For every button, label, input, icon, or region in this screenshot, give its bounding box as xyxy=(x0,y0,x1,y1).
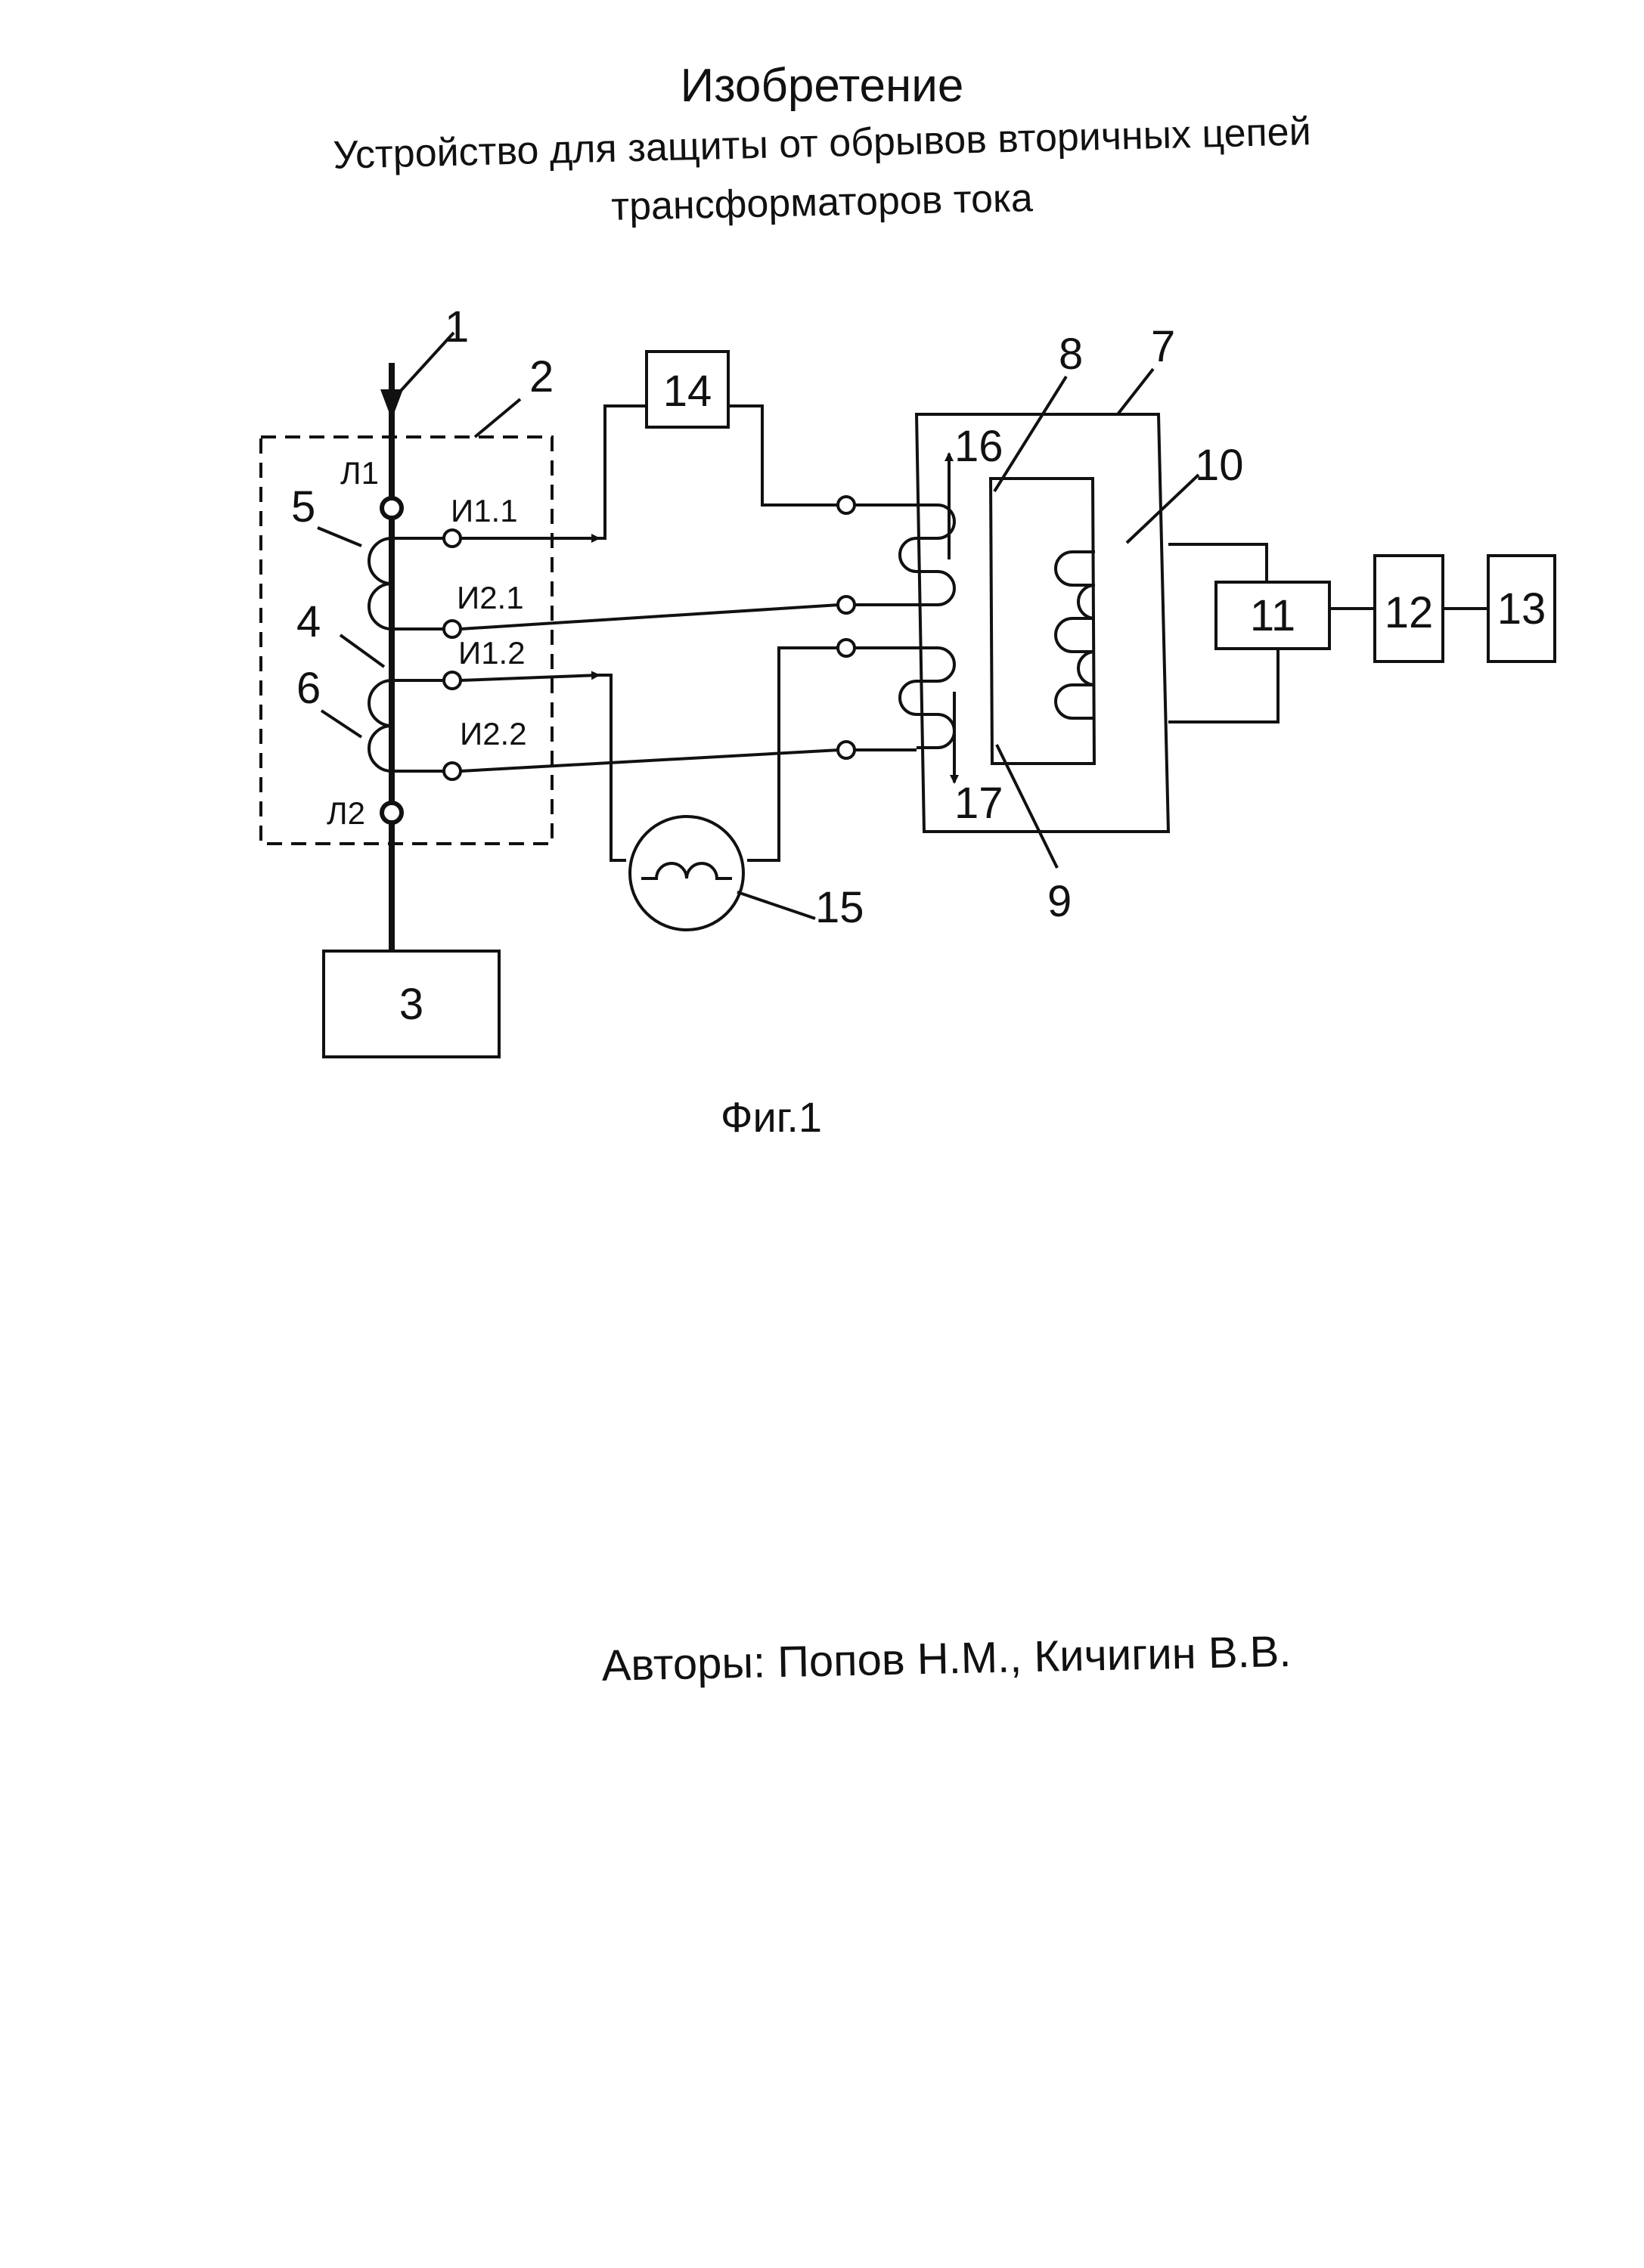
callout-4: 4 xyxy=(296,597,321,646)
winding-10 xyxy=(1054,550,1096,720)
terminal-i1-2-label: И1.2 xyxy=(458,635,526,671)
callout-1: 1 xyxy=(445,302,469,352)
callout-14: 14 xyxy=(663,367,712,416)
callout-11: 11 xyxy=(1250,591,1295,640)
load-block-3 xyxy=(322,950,501,1058)
wiring xyxy=(460,404,917,862)
secondary-winding-5 xyxy=(368,537,446,631)
callout-15: 15 xyxy=(815,883,864,932)
current-transformer-enclosure xyxy=(259,435,554,845)
magnetic-core-7 xyxy=(914,413,1171,833)
output-wiring xyxy=(1168,543,1488,723)
input-terminal-3 xyxy=(836,638,856,658)
input-terminal-1 xyxy=(836,495,856,515)
callout-13: 13 xyxy=(1497,584,1546,634)
terminal-i2-1-label: И2.1 xyxy=(457,580,524,615)
callout-8: 8 xyxy=(1059,330,1083,379)
block-14 xyxy=(645,350,730,429)
callout-5: 5 xyxy=(291,482,315,531)
callout-7: 7 xyxy=(1151,322,1175,371)
input-terminal-4 xyxy=(836,740,856,760)
block-12 xyxy=(1373,554,1444,663)
callout-16: 16 xyxy=(954,422,1003,471)
terminal-l2 xyxy=(380,801,404,825)
input-terminal-2 xyxy=(836,595,856,615)
terminal-i2-2 xyxy=(442,761,462,781)
block-11 xyxy=(1214,581,1331,650)
callout-2: 2 xyxy=(529,352,554,401)
callout-9: 9 xyxy=(1047,877,1072,926)
winding-9 xyxy=(898,646,956,749)
terminal-i1-1-label: И1.1 xyxy=(451,493,518,528)
terminal-l1-label: Л1 xyxy=(340,455,379,491)
callout-12: 12 xyxy=(1385,588,1434,637)
callout-10: 10 xyxy=(1195,441,1244,490)
terminal-l1 xyxy=(380,496,404,520)
primary-conductor xyxy=(380,331,455,951)
callout-6: 6 xyxy=(296,664,321,713)
callout-3: 3 xyxy=(399,980,423,1029)
figure-caption: Фиг.1 xyxy=(720,1093,823,1141)
document-title: Изобретение xyxy=(680,60,964,112)
terminal-i2-2-label: И2.2 xyxy=(460,716,527,751)
terminal-l2-label: Л2 xyxy=(327,795,365,831)
terminal-i1-1 xyxy=(442,528,462,548)
block-13 xyxy=(1487,554,1556,663)
winding-8 xyxy=(898,503,956,606)
callout-17: 17 xyxy=(954,779,1003,828)
secondary-winding-6 xyxy=(368,679,446,773)
device-15 xyxy=(628,815,745,931)
terminal-i1-2 xyxy=(442,671,462,690)
